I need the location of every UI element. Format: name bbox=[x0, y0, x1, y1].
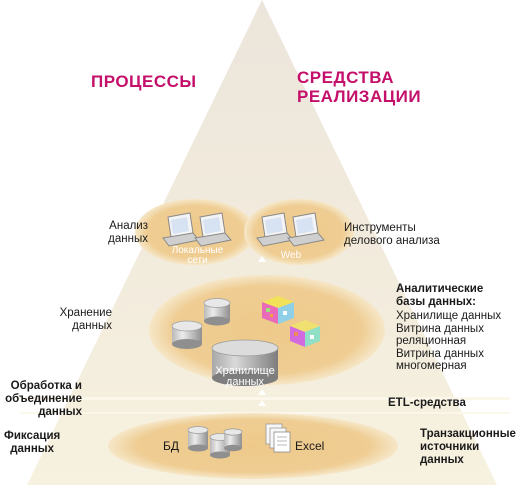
processes-heading: ПРОЦЕССЫ bbox=[91, 72, 197, 91]
web-label: Web bbox=[280, 250, 302, 261]
separator-band bbox=[20, 412, 510, 414]
olap-cube-icon bbox=[262, 296, 294, 324]
excel-label: Excel bbox=[295, 439, 325, 453]
database-cylinder-icon bbox=[223, 428, 243, 452]
arrow-icon bbox=[258, 256, 266, 406]
means-heading-line2: РЕАЛИЗАЦИИ bbox=[297, 87, 422, 106]
capture-ellipse bbox=[108, 413, 398, 479]
laptop-icon bbox=[287, 212, 325, 247]
database-cylinder-icon bbox=[171, 320, 203, 349]
tool-etl-label: ETL-средства bbox=[388, 397, 466, 409]
database-cylinder-icon bbox=[187, 426, 209, 452]
database-cylinder-icon bbox=[203, 298, 231, 326]
separator-band bbox=[20, 397, 510, 400]
local-networks-ellipse bbox=[135, 199, 255, 265]
laptop-icon bbox=[194, 212, 232, 247]
spreadsheet-document-icon bbox=[265, 423, 291, 453]
means-heading-line1: СРЕДСТВА bbox=[297, 68, 395, 87]
tool-analytic-db-items: Хранилище данных Витрина данных реляцион… bbox=[396, 310, 502, 372]
olap-cube-icon bbox=[290, 320, 320, 347]
data-warehouse-cylinder-icon bbox=[211, 339, 279, 386]
db-label: БД bbox=[163, 439, 180, 453]
laptop-icon bbox=[256, 212, 294, 247]
